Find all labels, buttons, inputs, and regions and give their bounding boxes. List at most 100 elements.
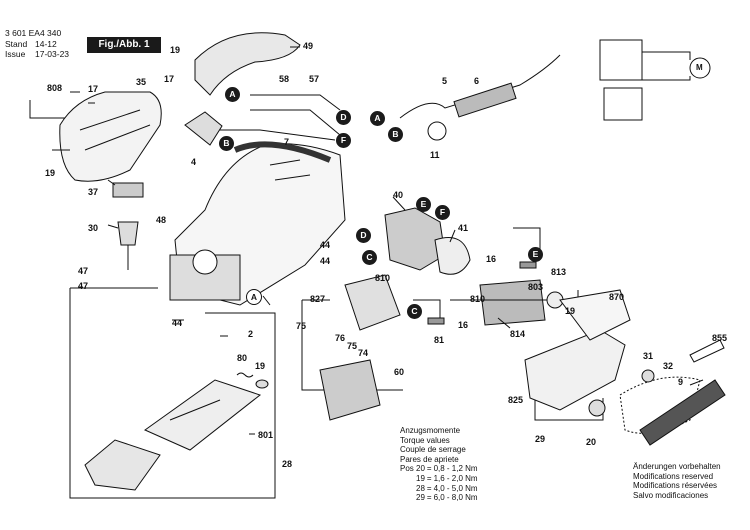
part-label: 825 bbox=[508, 395, 524, 405]
part-label: 19 bbox=[170, 45, 181, 55]
torque-eq: = bbox=[426, 464, 432, 474]
figure-label: Fig./Abb. 1 bbox=[87, 37, 161, 53]
part-label: 803 bbox=[528, 282, 544, 292]
torque-eq: = bbox=[426, 493, 432, 503]
issue-label: Issue bbox=[5, 49, 26, 59]
note-fr: Modifications réservées bbox=[633, 481, 718, 491]
part-label: 5 bbox=[442, 76, 448, 86]
torque-title-en: Torque values bbox=[400, 435, 450, 445]
part-label: 60 bbox=[394, 367, 405, 377]
part-label: 814 bbox=[510, 329, 526, 339]
callout-e: E bbox=[416, 197, 431, 212]
part-label: 40 bbox=[393, 190, 404, 200]
table-row: 19 = 1,6 - 2,0 Nm bbox=[400, 474, 480, 484]
part-label: 58 bbox=[279, 74, 290, 84]
part-label: 19 bbox=[255, 361, 266, 371]
table-row: Pos 20 = 0,8 - 1,2 Nm bbox=[400, 464, 480, 474]
part-label: 16 bbox=[458, 320, 469, 330]
part-label: 35 bbox=[136, 77, 147, 87]
torque-eq: = bbox=[426, 483, 432, 493]
part-label: 32 bbox=[663, 361, 674, 371]
part-label: 870 bbox=[609, 292, 625, 302]
torque-pos: 29 bbox=[416, 493, 425, 503]
torque-value: 1,6 - 2,0 Nm bbox=[433, 473, 478, 483]
part-label: 827 bbox=[310, 294, 326, 304]
part-label: 75 bbox=[296, 321, 307, 331]
part-label: 44 bbox=[320, 240, 331, 250]
callout-f: F bbox=[336, 133, 351, 148]
part-label: 57 bbox=[309, 74, 320, 84]
part-label: 11 bbox=[430, 150, 440, 160]
callout-a: A bbox=[370, 111, 385, 126]
torque-values: Anzugsmomente Torque values Couple de se… bbox=[400, 426, 480, 503]
part-label: 37 bbox=[88, 187, 99, 197]
torque-value: 4,0 - 5,0 Nm bbox=[433, 483, 478, 493]
callout-b: B bbox=[388, 127, 403, 142]
torque-eq: = bbox=[426, 473, 432, 483]
part-label: 801 bbox=[258, 430, 274, 440]
part-label: 47 bbox=[78, 281, 89, 291]
callout-c: C bbox=[362, 250, 377, 265]
table-row: 28 = 4,0 - 5,0 Nm bbox=[400, 484, 480, 494]
callout-f: F bbox=[435, 205, 450, 220]
part-label: 41 bbox=[458, 223, 469, 233]
callout-e: E bbox=[528, 247, 543, 262]
torque-title-de: Anzugsmomente bbox=[400, 426, 461, 435]
torque-title-es: Pares de apriete bbox=[400, 454, 459, 464]
stand-label: Stand bbox=[5, 39, 28, 49]
doc-number: 3 601 EA4 340 bbox=[5, 28, 62, 38]
part-label: 30 bbox=[88, 223, 99, 233]
torque-pos: 28 bbox=[416, 483, 425, 493]
part-label: 81 bbox=[434, 335, 445, 345]
part-label: 6 bbox=[474, 76, 480, 86]
part-label: 48 bbox=[156, 215, 167, 225]
callout-d: D bbox=[356, 228, 371, 243]
part-label: 17 bbox=[164, 74, 175, 84]
part-label: 2 bbox=[248, 329, 254, 339]
table-row: 29 = 6,0 - 8,0 Nm bbox=[400, 493, 480, 503]
callout-b: B bbox=[219, 136, 234, 151]
torque-title-fr: Couple de serrage bbox=[400, 445, 466, 455]
stand-value: 14-12 bbox=[35, 39, 57, 49]
part-label: 810 bbox=[470, 294, 486, 304]
part-label: 28 bbox=[282, 459, 293, 469]
part-label: 29 bbox=[535, 434, 546, 444]
note-en: Modifications reserved bbox=[633, 471, 714, 481]
callout-c: C bbox=[407, 304, 422, 319]
torque-value: 6,0 - 8,0 Nm bbox=[433, 493, 478, 503]
part-label: 17 bbox=[88, 84, 99, 94]
part-label: 16 bbox=[486, 254, 497, 264]
part-label: 47 bbox=[78, 266, 89, 276]
part-label: 74 bbox=[358, 348, 369, 358]
note-es: Salvo modificaciones bbox=[633, 490, 709, 500]
callout-d: D bbox=[336, 110, 351, 125]
issue-value: 17-03-23 bbox=[35, 49, 70, 59]
note-de: Änderungen vorbehalten bbox=[633, 462, 721, 471]
part-label: 4 bbox=[191, 157, 197, 167]
modification-notes: Änderungen vorbehalten Modifications res… bbox=[633, 462, 721, 500]
part-label: 75 bbox=[347, 341, 358, 351]
part-label: 76 bbox=[335, 333, 346, 343]
part-label: 808 bbox=[47, 83, 63, 93]
torque-pos: Pos 20 bbox=[400, 464, 425, 474]
part-label: 9 bbox=[678, 377, 684, 387]
callout-a: A bbox=[225, 87, 240, 102]
part-label: 19 bbox=[565, 306, 576, 316]
part-label: 813 bbox=[551, 267, 567, 277]
torque-value: 0,8 - 1,2 Nm bbox=[433, 464, 478, 474]
part-label: 20 bbox=[586, 437, 597, 447]
motor-symbol: M bbox=[696, 63, 703, 72]
part-label: 855 bbox=[712, 333, 728, 343]
part-label: 810 bbox=[375, 273, 391, 283]
part-label: 80 bbox=[237, 353, 248, 363]
part-label: 49 bbox=[303, 41, 314, 51]
callout-a-open: A bbox=[246, 289, 262, 305]
part-label: 44 bbox=[320, 256, 331, 266]
torque-table: Pos 20 = 0,8 - 1,2 Nm 19 = 1,6 - 2,0 Nm … bbox=[400, 464, 480, 502]
part-label: 31 bbox=[643, 351, 654, 361]
torque-pos: 19 bbox=[416, 473, 425, 483]
part-label: 44 bbox=[172, 318, 183, 328]
part-label: 19 bbox=[45, 168, 56, 178]
part-label: 7 bbox=[284, 137, 290, 147]
